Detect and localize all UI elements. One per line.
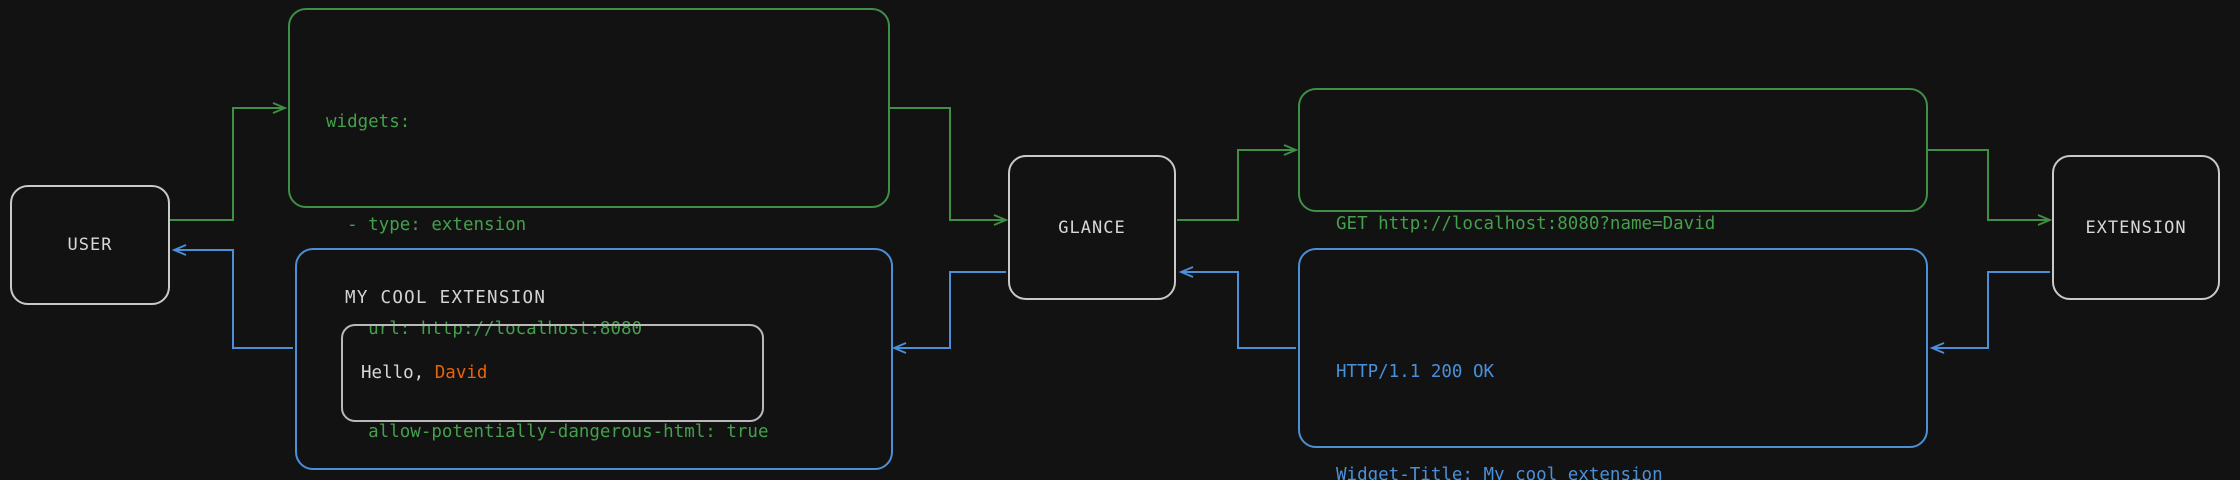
response-line-widget-title: Widget-Title: My cool extension [1336, 465, 1663, 480]
rendered-widget-title: MY COOL EXTENSION [345, 288, 547, 308]
request-line: GET http://localhost:8080?name=David [1336, 213, 1716, 234]
rendered-widget-body: Hello, David [341, 324, 764, 422]
wire-request-to-extension [1928, 149, 2053, 226]
widget-greeting-name: David [434, 363, 488, 383]
response-line-status: HTTP/1.1 200 OK [1336, 361, 1495, 382]
yaml-config-box: widgets: - type: extension url: http://l… [288, 8, 890, 442]
wire-config-to-glance [890, 107, 1009, 226]
node-user-label: USER [67, 235, 113, 255]
wire-response-to-glance [1178, 266, 1296, 349]
http-request-box: GET http://localhost:8080?name=David [1298, 88, 1928, 234]
wire-glance-to-request [1177, 144, 1299, 221]
yaml-line-allow-html: allow-potentially-dangerous-html: true [326, 422, 769, 443]
node-extension[interactable]: EXTENSION [2052, 155, 2220, 300]
yaml-line-url: url: http://localhost:8080 [326, 318, 643, 339]
node-extension-label: EXTENSION [2085, 217, 2187, 238]
node-glance[interactable]: GLANCE [1008, 155, 1176, 300]
yaml-line-widgets: widgets: [326, 111, 411, 132]
wire-widget-to-user [171, 244, 293, 349]
http-response-box: HTTP/1.1 200 OK Widget-Title: My cool ex… [1298, 248, 1928, 480]
node-glance-label: GLANCE [1058, 217, 1126, 238]
widget-greeting-prefix: Hello, [361, 363, 435, 383]
wire-glance-to-widget [891, 271, 1006, 354]
rendered-widget-card: MY COOL EXTENSION Hello, David [295, 248, 893, 470]
node-user[interactable]: USER [10, 185, 170, 305]
wire-user-to-config [170, 102, 288, 221]
yaml-line-type: - type: extension [326, 215, 527, 236]
wire-extension-to-response [1929, 271, 2050, 354]
